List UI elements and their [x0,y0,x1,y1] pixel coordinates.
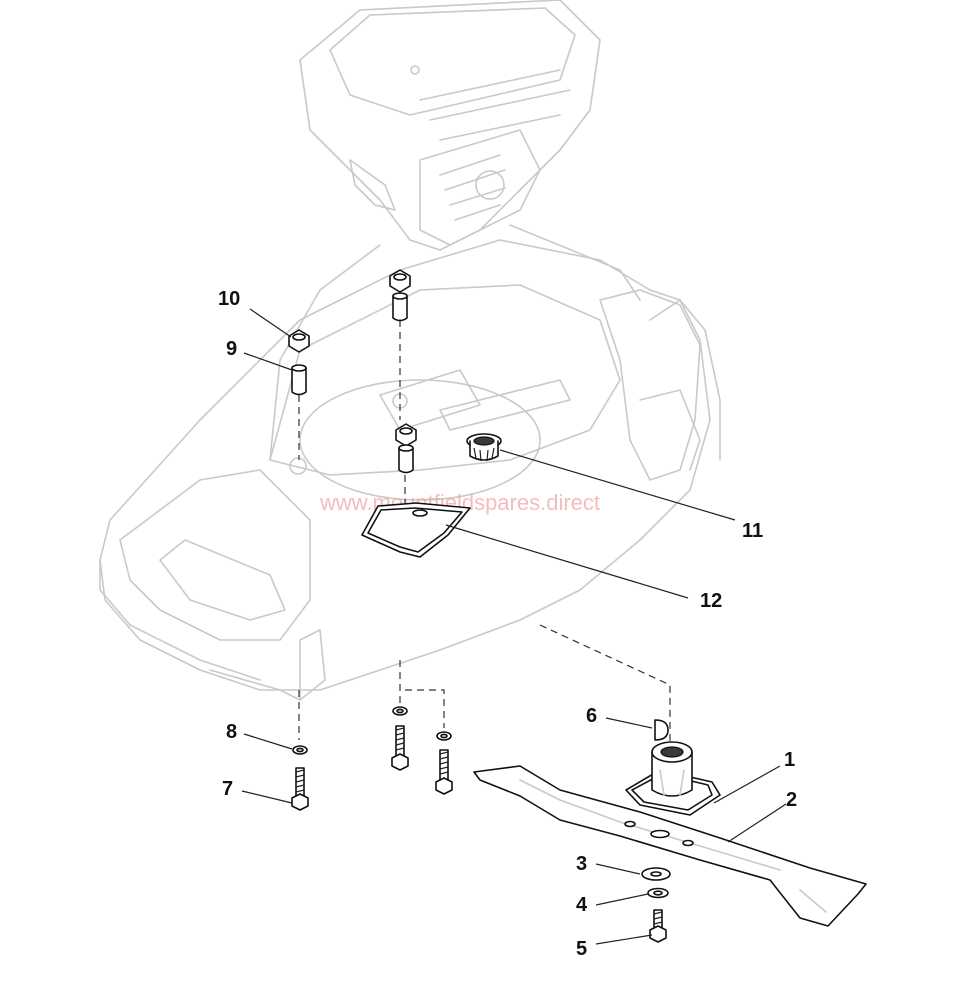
callout-7: 7 [222,778,233,800]
spacer-upper [392,292,408,322]
spacer-middle [398,444,414,474]
mower-deck-outline [99,224,721,701]
washer-mid-2 [436,731,452,741]
nut-middle [395,423,417,447]
callouts: 10 9 11 12 6 1 2 3 4 5 8 7 [218,288,797,960]
bush-11 [466,433,502,462]
callout-3: 3 [576,853,587,875]
washer-mid-1 [392,706,408,716]
callout-8: 8 [226,721,237,743]
callout-2: 2 [786,789,797,811]
bolt-mid-2 [435,749,453,795]
bolt-7 [291,767,309,811]
gasket-12 [361,502,471,558]
callout-12: 12 [700,590,722,612]
callout-6: 6 [586,705,597,727]
key-6 [654,719,669,741]
callout-11: 11 [742,520,763,542]
washer-3 [641,867,671,881]
callout-10: 10 [218,288,240,310]
spacer-9 [291,364,307,396]
callout-4: 4 [576,894,588,916]
blade-2 [473,765,867,927]
callout-5: 5 [576,938,587,960]
nut-10 [288,329,310,353]
blade-adaptor-1 [625,741,721,816]
callout-9: 9 [226,338,237,360]
engine-outline [299,0,601,251]
bolt-5 [649,909,667,943]
nut-upper [389,269,411,293]
bolt-mid-1 [391,725,409,771]
washer-4 [647,887,669,899]
leader-lines [241,308,787,945]
callout-1: 1 [784,749,795,771]
washer-8 [292,745,308,755]
